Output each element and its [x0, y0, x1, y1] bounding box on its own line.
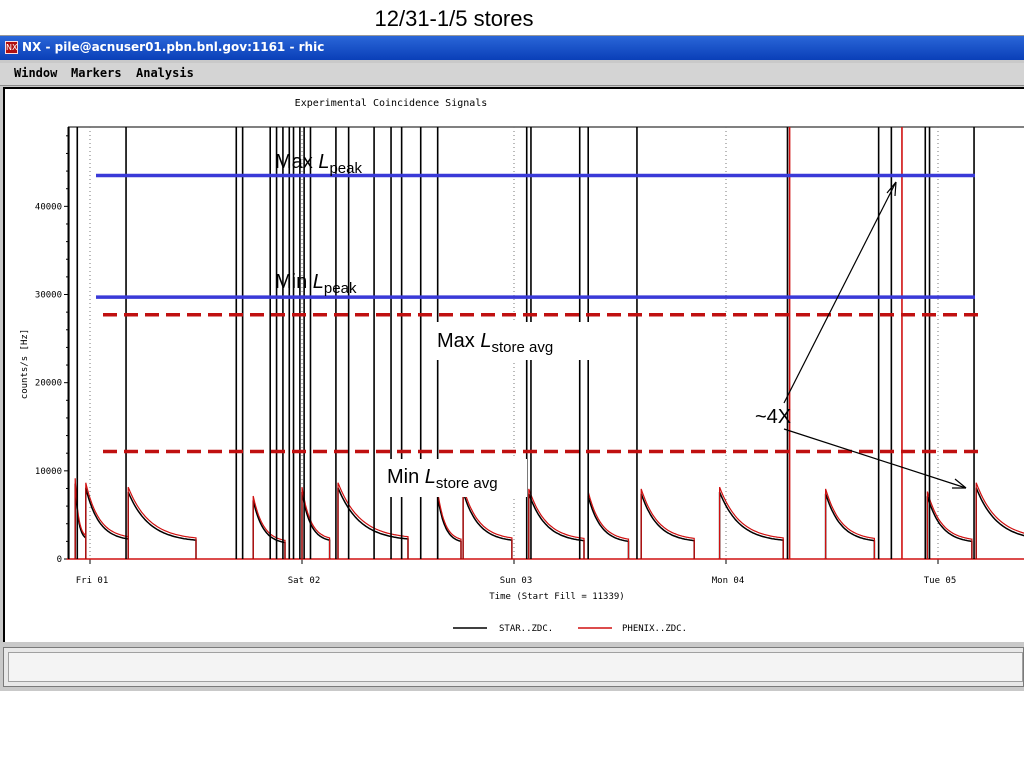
x-tick-label: Fri 01 [76, 576, 109, 586]
slide-title: 12/31-1/5 stores [374, 6, 534, 31]
nx-window: NX NX - pile@acnuser01.pbn.bnl.gov:1161 … [0, 35, 1024, 691]
window-titlebar[interactable]: NX NX - pile@acnuser01.pbn.bnl.gov:1161 … [0, 36, 1024, 60]
x-axis-label: Time (Start Fill = 11339) [489, 592, 624, 602]
menu-markers[interactable]: Markers [71, 66, 122, 80]
label-min-store-bg [381, 459, 527, 497]
arrow-down-head [952, 478, 967, 489]
plot-area: Experimental Coincidence Signals counts/… [3, 87, 1024, 642]
label-max-peak: Max Lpeak [275, 151, 362, 177]
window-title: NX - pile@acnuser01.pbn.bnl.gov:1161 - r… [22, 40, 325, 54]
y-axis-label: counts/s [Hz] [20, 329, 30, 399]
legend-star-label: STAR..ZDC. [499, 624, 553, 634]
x-tick-label: Tue 05 [924, 576, 957, 586]
status-field[interactable] [8, 652, 1023, 682]
annotations: Max Lpeak Min Lpeak Max Lstore avg Min L… [275, 151, 967, 497]
menubar: Window Markers Analysis [0, 63, 1024, 86]
label-ratio: ~4X [755, 406, 791, 428]
label-max-store-bg [430, 322, 590, 360]
arrow-up-line [783, 181, 897, 404]
status-area [3, 647, 1024, 687]
arrow-up-head [886, 181, 897, 197]
y-tick-label: 10000 [35, 467, 62, 477]
menu-analysis[interactable]: Analysis [136, 66, 194, 80]
label-max-store: Max Lstore avg [437, 330, 553, 356]
nx-app-icon[interactable]: NX [5, 41, 18, 54]
menu-window[interactable]: Window [14, 66, 58, 80]
y-tick-label: 20000 [35, 379, 62, 389]
y-tick-label: 30000 [35, 291, 62, 301]
arrow-down-line [783, 428, 967, 489]
phenix-trace [74, 478, 1024, 559]
legend-phenix-label: PHENIX..ZDC. [622, 624, 687, 634]
reference-lines [96, 173, 983, 454]
y-tick-label: 40000 [35, 202, 62, 212]
x-tick-label: Mon 04 [712, 576, 745, 586]
label-min-peak: Min Lpeak [275, 271, 357, 297]
x-tick-label: Sat 02 [288, 576, 321, 586]
label-min-store: Min Lstore avg [387, 466, 498, 492]
x-tick-label: Sun 03 [500, 576, 533, 586]
star-trace [74, 483, 1024, 559]
plot-title: Experimental Coincidence Signals [295, 98, 488, 109]
traces [66, 127, 1024, 560]
coincidence-chart: Experimental Coincidence Signals counts/… [20, 98, 1024, 634]
y-tick-label: 0 [57, 555, 62, 565]
legend: STAR..ZDC. PHENIX..ZDC. [453, 624, 687, 634]
